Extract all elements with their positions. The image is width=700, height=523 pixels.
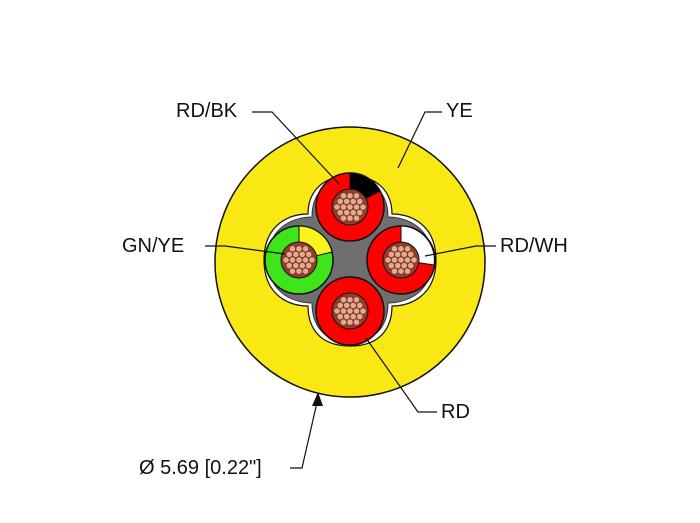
diameter-arrow-head <box>312 392 323 406</box>
label-ye: YE <box>446 100 473 122</box>
conductor-rd-bk <box>315 172 385 242</box>
conductor-rd <box>315 276 385 346</box>
label-rd-wh: RD/WH <box>500 235 568 257</box>
leader-diameter <box>290 397 319 469</box>
leader-gn-ye <box>205 245 286 255</box>
label-gn-ye: GN/YE <box>122 235 185 257</box>
leader-ye <box>397 111 442 169</box>
label-diameter: Ø 5.69 [0.22"] <box>139 457 262 479</box>
leader-rd-wh <box>424 245 496 257</box>
conductor-gn-ye <box>264 225 334 295</box>
conductor-rd-wh <box>366 225 436 295</box>
label-rd: RD <box>441 401 470 423</box>
leader-rd-bk <box>252 111 341 186</box>
label-rd-bk: RD/BK <box>176 100 238 122</box>
leader-rd <box>365 337 437 413</box>
